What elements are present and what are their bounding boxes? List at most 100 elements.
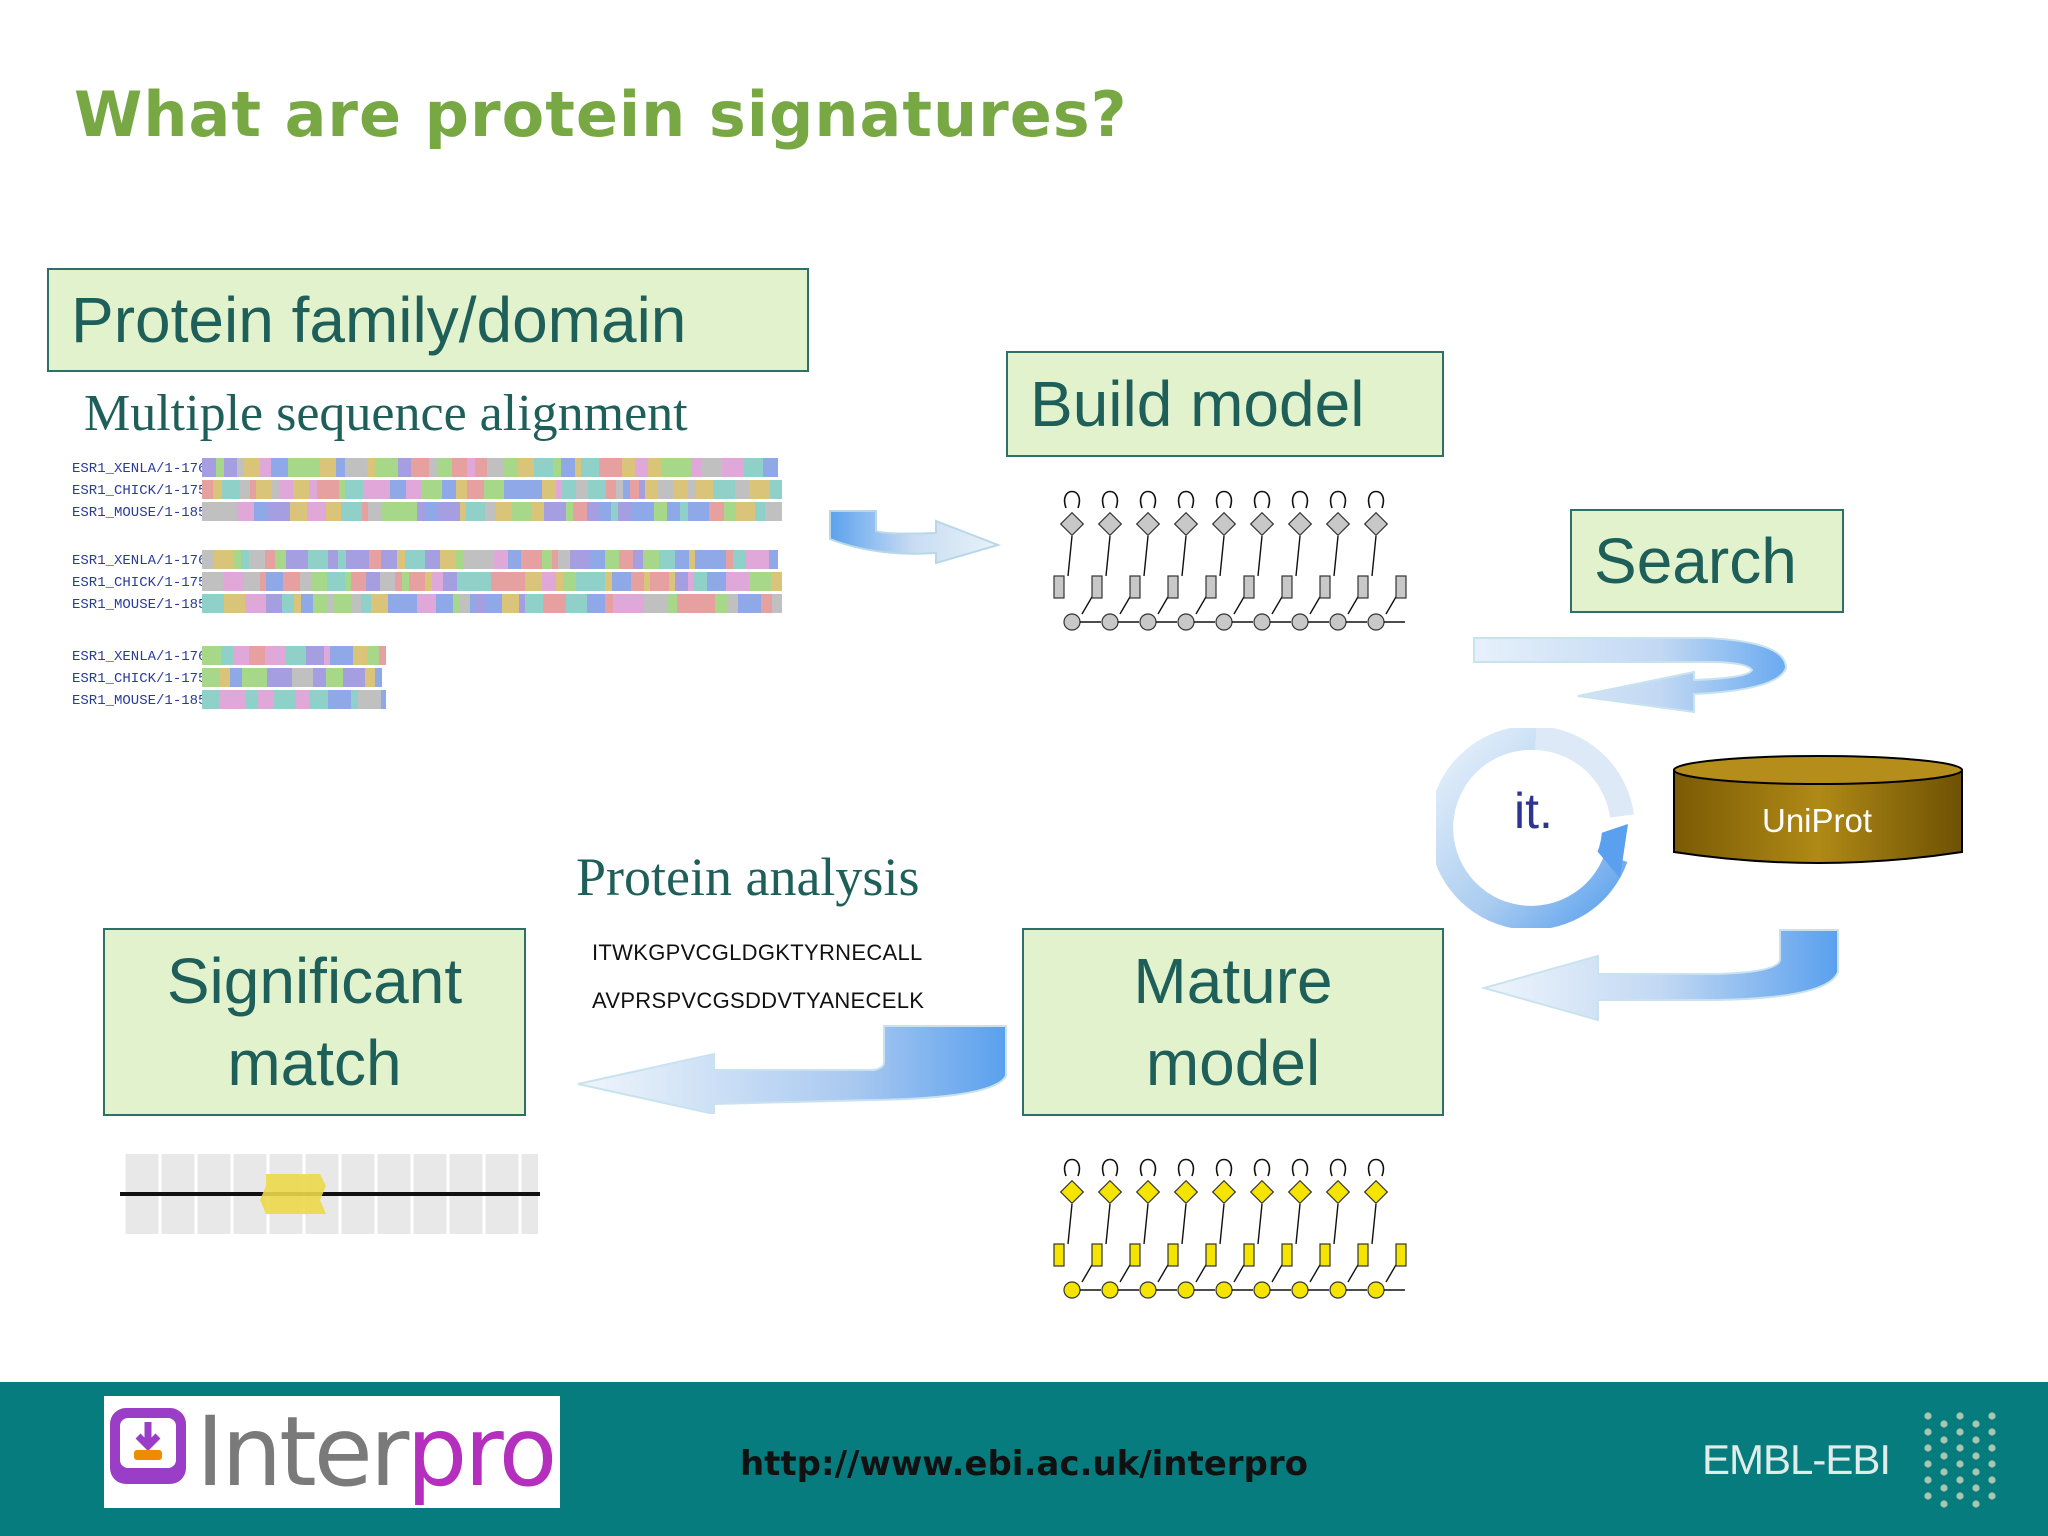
interpro-wordmark-inter: Inter	[196, 1396, 409, 1508]
alignment-residue-block	[328, 550, 338, 569]
hmm-match-state	[1167, 1243, 1179, 1267]
embl-logo-dot	[1940, 1452, 1948, 1460]
alignment-residue-block	[616, 480, 623, 499]
alignment-residue-block	[659, 550, 675, 569]
embl-logo-dot	[1940, 1500, 1948, 1508]
alignment-residue-block	[724, 502, 736, 521]
alignment-residue-block	[313, 668, 326, 687]
embl-logo-dot	[1988, 1444, 1996, 1452]
hmm-delete-state	[1177, 613, 1195, 631]
embl-logo-dot	[1940, 1436, 1948, 1444]
hmm-insert-loop	[1215, 1158, 1233, 1177]
hmm-match-state	[1167, 575, 1179, 599]
alignment-residue-block	[202, 646, 221, 665]
hmm-delete-state	[1367, 613, 1385, 631]
hmm-insert-loop	[1177, 490, 1195, 509]
alignment-residue-block	[250, 480, 256, 499]
hmm-match-state	[1395, 575, 1407, 599]
alignment-residue-block	[436, 594, 453, 613]
hmm-insert-loop	[1291, 490, 1309, 509]
alignment-residue-block	[476, 594, 486, 613]
significant-match-box: Significant match	[103, 928, 526, 1116]
alignment-residue-block	[234, 550, 241, 569]
alignment-residue-block	[296, 690, 309, 709]
alignment-residue-block	[587, 594, 605, 613]
alignment-residue-block	[361, 594, 371, 613]
alignment-residue-block	[409, 572, 417, 591]
alignment-residue-block	[311, 572, 327, 591]
alignment-residue-block	[525, 572, 542, 591]
alignment-residue-block	[245, 594, 257, 613]
alignment-residue-block	[504, 480, 512, 499]
alignment-residue-block	[283, 572, 300, 591]
alignment-residue-block	[521, 550, 542, 569]
alignment-residue-block	[460, 502, 466, 521]
hmm-delete-state	[1367, 1281, 1385, 1299]
alignment-residue-block	[558, 550, 570, 569]
alignment-residue-block	[380, 480, 390, 499]
alignment-residue-block	[426, 502, 437, 521]
mature-hmm-model-diagram	[1053, 1158, 1407, 1299]
alignment-residue-block	[388, 594, 409, 613]
hmm-insert-loop	[1139, 490, 1157, 509]
alignment-residue-block	[399, 480, 406, 499]
hmm-insert-loop	[1215, 490, 1233, 509]
significant-match-line1: Significant	[166, 945, 463, 1017]
alignment-sequence-name: ESR1_MOUSE/1-185	[72, 597, 206, 613]
hmm-match-state	[1091, 1243, 1103, 1267]
alignment-residue-block	[581, 458, 599, 477]
alignment-residue-block	[249, 550, 265, 569]
alignment-residue-block	[371, 594, 388, 613]
hmm-match-state	[1129, 1243, 1141, 1267]
alignment-residue-block	[228, 690, 246, 709]
alignment-residue-block	[256, 480, 272, 499]
alignment-residue-block	[202, 668, 212, 687]
hmm-transition	[1295, 535, 1301, 577]
alignment-residue-block	[285, 668, 292, 687]
alignment-residue-block	[367, 646, 379, 665]
alignment-residue-block	[463, 550, 475, 569]
alignment-residue-block	[260, 572, 266, 591]
alignment-residue-block	[338, 550, 346, 569]
alignment-residue-block	[635, 458, 648, 477]
hmm-delete-state	[1215, 1281, 1233, 1299]
alignment-residue-block	[633, 550, 643, 569]
alignment-residue-block	[336, 458, 345, 477]
alignment-sequence-name: ESR1_CHICK/1-175	[72, 483, 206, 499]
mature-hmm-nodes	[1053, 1158, 1407, 1299]
alignment-residue-block	[561, 458, 575, 477]
alignment-residue-block	[254, 502, 267, 521]
alignment-residue-block	[648, 458, 662, 477]
alignment-residue-block	[691, 458, 701, 477]
embl-logo-dot	[1988, 1476, 1996, 1484]
hmm-transition	[1143, 1203, 1149, 1245]
alignment-residue-block	[456, 480, 467, 499]
arrow-search-to-db	[1473, 637, 1788, 714]
embl-logo-dot	[1988, 1460, 1996, 1468]
hmm-delete-state	[1253, 613, 1271, 631]
alignment-residue-block	[286, 550, 308, 569]
alignment-sequence-name: ESR1_XENLA/1-176	[72, 553, 206, 569]
hmm-delete-state	[1291, 613, 1309, 631]
alignment-residue-block	[484, 480, 504, 499]
alignment-residue-block	[475, 458, 487, 477]
alignment-residue-block	[553, 458, 561, 477]
alignment-residue-block	[695, 594, 715, 613]
alignment-residue-block	[518, 458, 534, 477]
alignment-residue-block	[317, 480, 339, 499]
alignment-residue-block	[294, 594, 301, 613]
alignment-residue-block	[563, 572, 576, 591]
alignment-residue-block	[542, 572, 556, 591]
hmm-insert-state	[1059, 1179, 1085, 1205]
alignment-residue-block	[326, 502, 341, 521]
alignment-residue-block	[275, 550, 286, 569]
alignment-residue-block	[405, 550, 425, 569]
alignment-residue-block	[667, 594, 677, 613]
alignment-residue-block	[694, 572, 707, 591]
footer-url[interactable]: http://www.ebi.ac.uk/interpro	[739, 1444, 1309, 1484]
hmm-delete-state	[1329, 613, 1347, 631]
alignment-residue-block	[765, 502, 782, 521]
hmm-match-state	[1281, 1243, 1293, 1267]
alignment-residue-block	[726, 550, 733, 569]
hmm-transition	[1219, 1203, 1225, 1245]
